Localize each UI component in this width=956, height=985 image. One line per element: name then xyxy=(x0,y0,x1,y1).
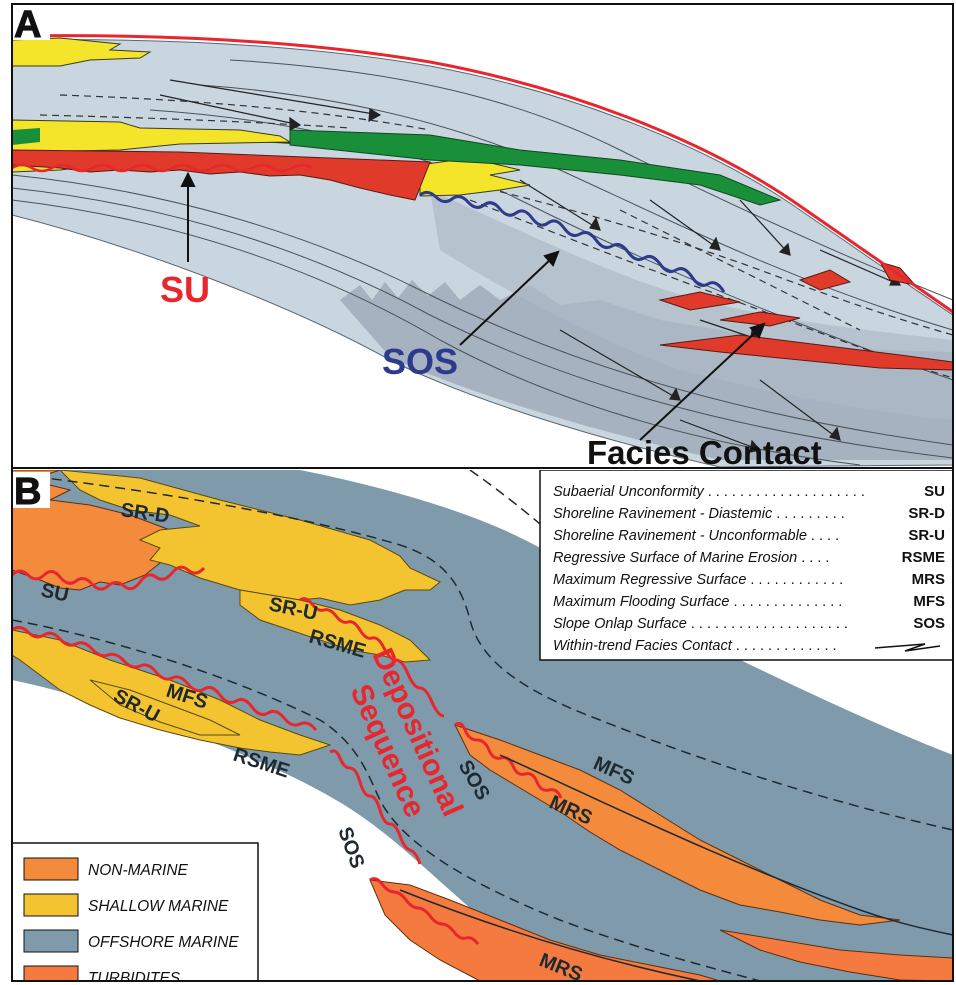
key-row: Shoreline Ravinement - Unconformable . .… xyxy=(553,527,945,544)
key-abbreviation: SR-D xyxy=(908,505,945,522)
facies-label: TURBIDITES xyxy=(88,970,181,985)
facies-contact-label: Facies Contact xyxy=(587,434,822,471)
key-surface-name: Shoreline Ravinement - Unconformable xyxy=(553,528,807,544)
su-surface xyxy=(12,163,313,173)
bottom-turbidites xyxy=(369,879,721,981)
facies-legend-item: OFFSHORE MARINE xyxy=(23,929,239,953)
green-unit xyxy=(289,129,782,206)
svg-text:Shoreline Ravinement - Diastem: Shoreline Ravinement - Diastemic . . . .… xyxy=(553,506,845,522)
panel-a-letter: A xyxy=(12,4,50,47)
green-unit-left xyxy=(12,128,40,145)
key-row: Maximum Flooding Surface . . . . . . . .… xyxy=(553,593,945,610)
key-surface-name: Shoreline Ravinement - Diastemic xyxy=(553,506,773,522)
right-lower-wedge xyxy=(719,929,953,981)
key-dots: . . . . . . . . . . . . . xyxy=(732,638,837,654)
panel-b: SR-D SU SR-U RSME SR-U MFS RSME SOS SOS … xyxy=(12,470,953,985)
key-abbreviation: SR-U xyxy=(908,527,945,544)
key-abbreviation: RSME xyxy=(902,549,945,566)
key-abbreviation: SU xyxy=(924,483,945,500)
key-dots: . . . . . . . . . xyxy=(772,506,845,522)
top-surface-line xyxy=(12,34,953,314)
facies-legend-item: SHALLOW MARINE xyxy=(23,893,229,917)
key-dots: . . . . xyxy=(797,550,829,566)
facies-label: NON-MARINE xyxy=(88,862,189,879)
key-dots: . . . . . . . . . . . . . . . . . . . . xyxy=(687,616,848,632)
facies-label: OFFSHORE MARINE xyxy=(88,934,239,951)
facies-legend-item: TURBIDITES xyxy=(23,965,181,985)
key-row: Shoreline Ravinement - Diastemic . . . .… xyxy=(553,505,945,522)
mfs-dashed-lines xyxy=(12,470,953,981)
su-label: SU xyxy=(160,269,210,310)
key-dots: . . . . . . . . . . . . xyxy=(746,572,843,588)
key-row: Maximum Regressive Surface . . . . . . .… xyxy=(553,571,945,588)
figure-border xyxy=(11,3,954,982)
sos-label: SOS xyxy=(382,341,458,382)
facies-contact-symbol xyxy=(874,643,941,652)
facies-legend-item: NON-MARINE xyxy=(23,857,189,881)
key-surface-name: Maximum Regressive Surface xyxy=(553,572,746,588)
lower-shallow-marine xyxy=(12,629,332,756)
svg-text:A: A xyxy=(14,4,41,46)
key-row: Within-trend Facies Contact . . . . . . … xyxy=(553,638,941,654)
facies-label: SHALLOW MARINE xyxy=(88,898,229,915)
facies-swatch xyxy=(23,893,79,917)
facies-swatch xyxy=(23,857,79,881)
key-dots: . . . . . . . . . . . . . . xyxy=(730,594,843,610)
facies-legend: NON-MARINE SHALLOW MARINE OFFSHORE MARINE T… xyxy=(12,842,259,985)
svg-text:Within-trend Facies Contact .: Within-trend Facies Contact . . . . . . … xyxy=(553,638,837,654)
key-dots: . . . . . . . . . . . . . . . . . . . . xyxy=(704,484,865,500)
key-row: Regressive Surface of Marine Erosion . .… xyxy=(553,549,945,566)
svg-text:Regressive Surface of Marine E: Regressive Surface of Marine Erosion . .… xyxy=(553,550,829,566)
svg-text:Maximum Regressive Surface . .: Maximum Regressive Surface . . . . . . .… xyxy=(553,572,843,588)
panel-b-letter: B xyxy=(12,471,50,514)
turbidite-shadow xyxy=(340,280,953,460)
svg-text:Slope Onlap Surface . . . . .: Slope Onlap Surface . . . . . . . . . . … xyxy=(553,616,848,632)
red-erosional-surfaces xyxy=(12,565,563,945)
key-abbreviation: MFS xyxy=(913,593,945,610)
svg-text:B: B xyxy=(14,471,41,513)
surface-key-box: Subaerial Unconformity . . . . . . . . .… xyxy=(539,470,953,661)
facies-swatch xyxy=(23,965,79,981)
facies-swatch xyxy=(23,929,79,953)
panel-a: SU SOS Facies Contact A xyxy=(12,4,953,471)
key-surface-name: Maximum Flooding Surface xyxy=(553,594,730,610)
svg-text:Shoreline Ravinement - Unconfo: Shoreline Ravinement - Unconformable . .… xyxy=(553,528,839,544)
mrs-lines xyxy=(399,754,953,981)
shallow-marine-units xyxy=(12,37,531,197)
sos-surface xyxy=(419,190,726,293)
key-row: Slope Onlap Surface . . . . . . . . . . … xyxy=(553,615,945,632)
key-abbreviation: MRS xyxy=(912,571,945,588)
svg-text:Maximum Flooding Surface . . .: Maximum Flooding Surface . . . . . . . .… xyxy=(553,594,842,610)
key-surface-name: Within-trend Facies Contact xyxy=(553,638,733,654)
key-surface-name: Slope Onlap Surface xyxy=(553,616,687,632)
lower-shallow-tongue xyxy=(89,679,241,736)
label-arrows xyxy=(180,171,766,441)
key-surface-name: Subaerial Unconformity xyxy=(553,484,704,500)
key-abbreviation: SOS xyxy=(913,615,945,632)
key-row: Subaerial Unconformity . . . . . . . . .… xyxy=(553,483,945,500)
right-non-marine xyxy=(454,724,901,926)
svg-text:Subaerial Unconformity . . . .: Subaerial Unconformity . . . . . . . . .… xyxy=(553,484,865,500)
key-surface-name: Regressive Surface of Marine Erosion xyxy=(553,550,797,566)
key-dots: . . . . xyxy=(807,528,839,544)
